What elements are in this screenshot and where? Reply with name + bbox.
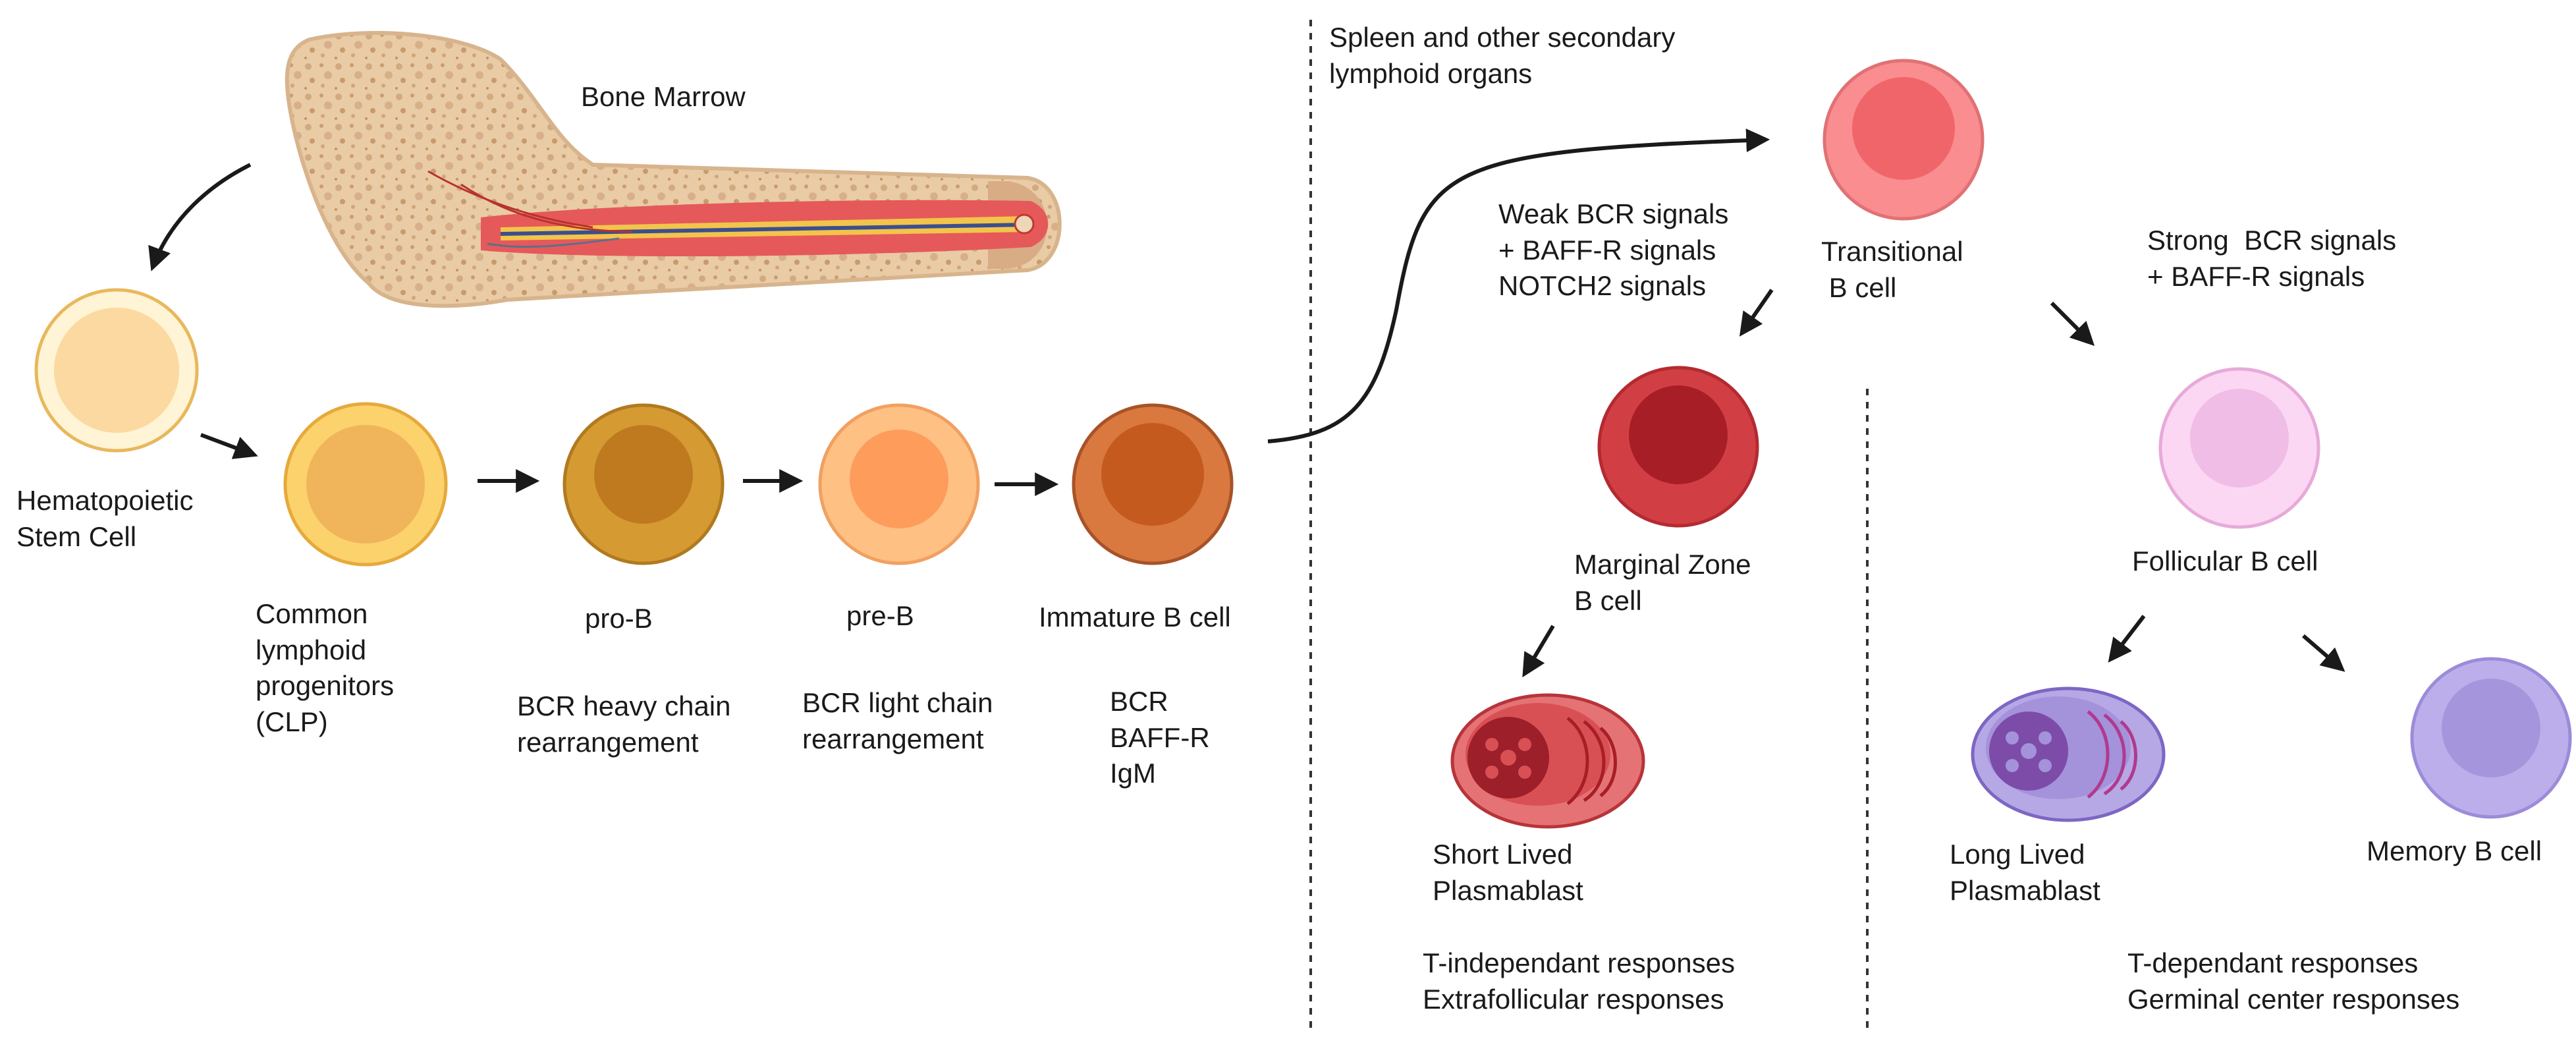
- pro-b-label: pro-B: [585, 603, 653, 634]
- arrows: [148, 128, 2345, 678]
- strong-bcr-signals-label: Strong BCR signals + BAFF-R signals: [2147, 225, 2397, 292]
- pro-b-cell: [562, 403, 725, 565]
- marginal-zone-b-cell: [1597, 366, 1759, 528]
- pre-b-label: pre-B: [846, 600, 914, 631]
- pre-b-cell: [818, 403, 980, 565]
- bcr-light-chain-label: BCR light chain rearrangement: [802, 687, 993, 754]
- long-lived-plasmablast-label: Long Lived Plasmablast: [1950, 839, 2100, 906]
- short-lived-plasmablast-label: Short Lived Plasmablast: [1433, 839, 1583, 906]
- weak-bcr-signals-label: Weak BCR signals + BAFF-R signals NOTCH2…: [1498, 198, 1729, 302]
- arrow-follicular-to-long-lived: [2108, 615, 2146, 663]
- bcr-heavy-chain-label: BCR heavy chain rearrangement: [517, 690, 731, 758]
- memory-b-cell-label: Memory B cell: [2367, 835, 2542, 866]
- arrow-hsc-to-clp: [200, 433, 258, 459]
- short-lived-plasmablast: [1450, 693, 1645, 829]
- transitional-b-cell-label: Transitional B cell: [1821, 236, 1963, 303]
- clp-label: Common lymphoid progenitors (CLP): [256, 598, 395, 737]
- bone-marrow-label: Bone Marrow: [581, 81, 746, 112]
- hsc-label: Hematopoietic Stem Cell: [16, 485, 194, 552]
- clp-cell: [283, 402, 448, 567]
- marginal-zone-b-cell-label: Marginal Zone B cell: [1574, 549, 1751, 616]
- hsc-cell: [34, 288, 199, 453]
- bone-illustration: [285, 31, 1062, 308]
- follicular-b-cell-label: Follicular B cell: [2132, 546, 2318, 576]
- arrow-transitional-to-follicular: [2050, 301, 2095, 347]
- immature-b-cell: [1072, 403, 1234, 565]
- t-independent-responses-label: T-independant responses Extrafollicular …: [1423, 947, 1735, 1015]
- arrow-marrow-to-hsc: [148, 163, 252, 271]
- arrow-transitional-to-marginal-zone: [1739, 289, 1774, 337]
- spleen-label: Spleen and other secondary lymphoid orga…: [1329, 22, 1676, 89]
- follicular-b-cell: [2158, 367, 2320, 529]
- long-lived-plasmablast: [1971, 687, 2166, 822]
- immature-b-cell-label: Immature B cell: [1039, 602, 1231, 632]
- transitional-b-cell: [1822, 59, 1985, 221]
- arrow-immature-to-transitional: [1267, 128, 1770, 443]
- receptors-label: BCR BAFF-R IgM: [1110, 686, 1210, 789]
- arrow-marginal-zone-to-short-lived: [1522, 625, 1555, 678]
- arrow-follicular-to-memory: [2302, 634, 2345, 672]
- t-dependent-responses-label: T-dependant responses Germinal center re…: [2127, 947, 2460, 1015]
- memory-b-cell: [2410, 657, 2572, 819]
